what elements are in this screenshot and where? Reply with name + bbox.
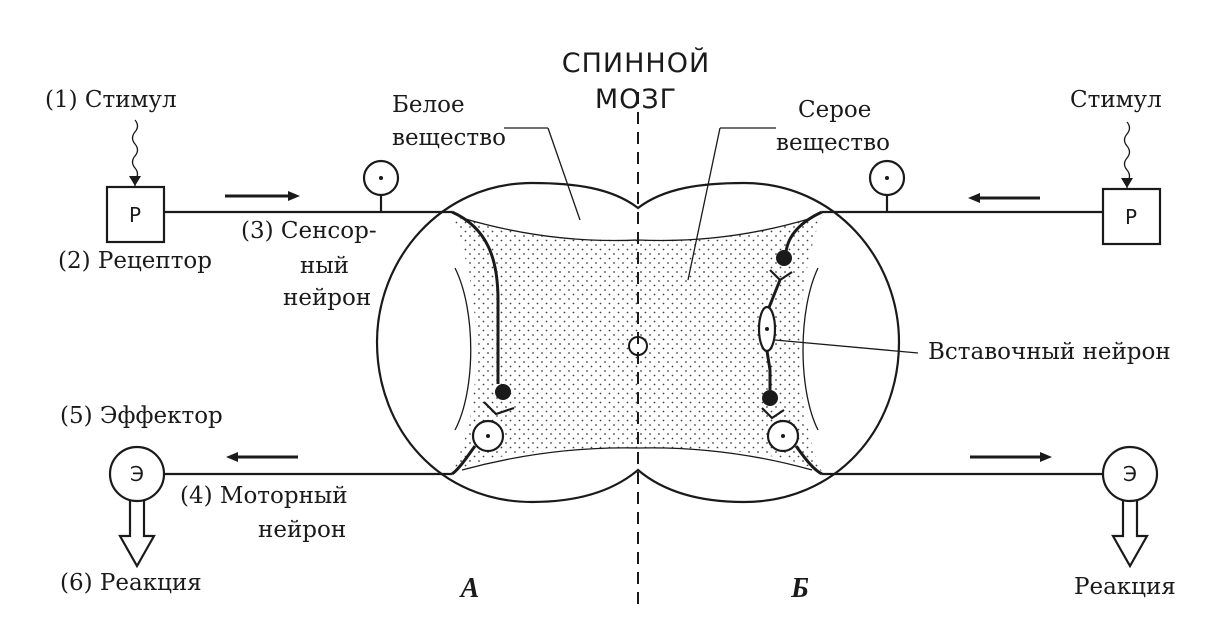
ganglion-nucleus-left bbox=[379, 176, 383, 180]
title-line2: МОЗГ bbox=[595, 84, 677, 115]
stimulus-arrowhead-left bbox=[129, 176, 141, 186]
gray-matter-label-line1: Серое bbox=[798, 97, 871, 123]
effector-letter-right: Э bbox=[1123, 462, 1137, 486]
reaction-arrow-right bbox=[1111, 501, 1149, 569]
motor-axon-exit-left bbox=[451, 445, 477, 476]
synapse-terminal-left bbox=[495, 384, 511, 400]
side-label-a: А bbox=[459, 573, 480, 604]
stimulus-label-left: (1) Стимул bbox=[45, 87, 177, 113]
white-matter-boundary-left bbox=[454, 267, 472, 431]
direction-arrowhead-sensory-left bbox=[288, 191, 300, 201]
sensory-neuron-label-line3: нейрон bbox=[283, 285, 371, 311]
direction-arrowhead-motor-left bbox=[226, 452, 238, 462]
sensory-neuron-path-left bbox=[451, 210, 500, 384]
title-line1: СПИННОЙ bbox=[562, 47, 710, 79]
receptor-letter-left: Р bbox=[129, 203, 141, 227]
gray-matter-label-line2: вещество bbox=[776, 130, 890, 156]
sensory-neuron-label-line1: (3) Сенсор- bbox=[241, 218, 377, 244]
effector-label-left: (5) Эффектор bbox=[60, 403, 223, 429]
reaction-label-left: (6) Реакция bbox=[60, 570, 202, 596]
stimulus-label-right: Стимул bbox=[1070, 87, 1162, 113]
synapse-fork-left bbox=[483, 401, 515, 416]
white-matter-label-line1: Белое bbox=[392, 92, 465, 118]
motor-neuron-nucleus-right bbox=[781, 434, 785, 438]
stimulus-wavy-line-left bbox=[131, 119, 139, 188]
motor-neuron-label-line1: (4) Моторный bbox=[180, 483, 348, 509]
receptor-box-right bbox=[1101, 187, 1162, 246]
side-label-b: Б bbox=[790, 573, 809, 604]
ganglion-nucleus-right bbox=[885, 176, 889, 180]
stimulus-arrowhead-right bbox=[1121, 178, 1133, 188]
synapse-fork-right-bottom bbox=[761, 407, 785, 420]
reaction-arrow-left bbox=[118, 501, 156, 569]
white-matter-boundary-right bbox=[802, 267, 819, 431]
motor-axon-exit-right bbox=[794, 445, 823, 476]
interneuron-label: Вставочный нейрон bbox=[928, 339, 1171, 365]
motor-neuron-nucleus-left bbox=[486, 434, 490, 438]
sensory-neuron-label-line2: ный bbox=[300, 253, 349, 279]
effector-letter-left: Э bbox=[130, 462, 144, 486]
synapse-terminal-right-bottom bbox=[762, 390, 778, 406]
interneuron-axon-lower bbox=[765, 350, 772, 390]
effector-circle-right bbox=[1101, 445, 1159, 503]
interneuron-nucleus bbox=[765, 327, 769, 331]
sensory-neuron-path-right bbox=[784, 210, 823, 253]
stimulus-wavy-line-right bbox=[1123, 121, 1131, 190]
receptor-label-left: (2) Рецептор bbox=[58, 248, 212, 274]
white-matter-pointer-d bbox=[547, 127, 581, 221]
direction-arrowhead-motor-right bbox=[1040, 452, 1052, 462]
motor-neuron-label-line2: нейрон bbox=[258, 517, 346, 543]
white-matter-boundary-bottom bbox=[461, 447, 813, 471]
effector-circle-left bbox=[108, 445, 166, 503]
synapse-terminal-right-top bbox=[776, 250, 792, 266]
reaction-label-right: Реакция bbox=[1074, 574, 1176, 600]
spinal-cord-outline bbox=[375, 181, 901, 504]
receptor-letter-right: Р bbox=[1125, 205, 1137, 229]
receptor-box-left bbox=[105, 185, 166, 244]
white-matter-label-line2: вещество bbox=[392, 125, 506, 151]
direction-arrowhead-sensory-right bbox=[968, 193, 980, 203]
gray-matter-pointer-d bbox=[687, 127, 721, 281]
interneuron-pointer bbox=[774, 339, 919, 354]
